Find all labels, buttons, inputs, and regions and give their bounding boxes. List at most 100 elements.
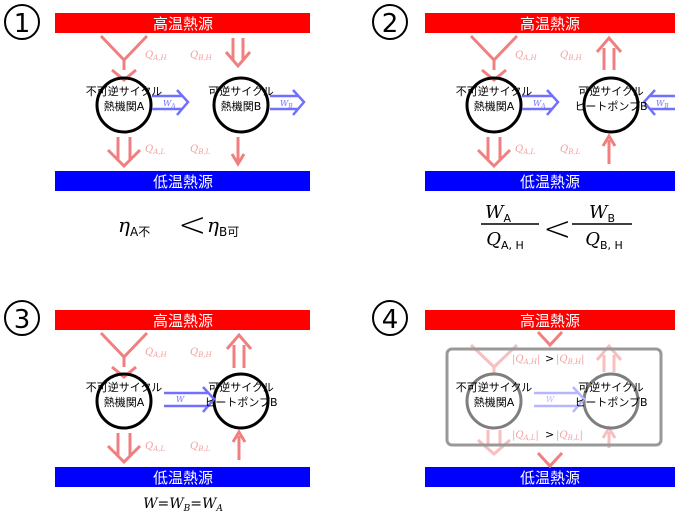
panel-number: 4 [382, 305, 399, 335]
heat-up-arrow-b-low [231, 429, 247, 460]
heat-up-arrow-b [225, 332, 253, 368]
q-b-h-label: QB,H [190, 50, 213, 62]
heat-in-arrow-a [469, 34, 519, 82]
heat-pump-b-label-line2: ヒートポンプB [204, 396, 277, 409]
fraction-compare-op: < [543, 209, 572, 249]
q-a-l-label: QA,L [145, 441, 165, 453]
q-b-l-label: QB,L [560, 144, 581, 156]
net-heat-out-arrow [536, 451, 564, 469]
panel-number: 2 [382, 9, 399, 39]
heat-in-arrow-a [99, 331, 149, 379]
fraction-b-denominator: QB, H [585, 229, 623, 252]
heat-pump-b-label-line1: 可逆サイクル [578, 84, 643, 98]
heat-pump-b-label-line2: ヒートポンプB [574, 100, 647, 113]
heat-pump-b-label-line1: 可逆サイクル [208, 380, 273, 394]
cold-reservoir-label: 低温熱源 [153, 173, 213, 191]
engine-a-circle [95, 76, 153, 134]
cold-reservoir [425, 171, 675, 191]
efficiency-b: ηB可 [207, 213, 239, 239]
work-arrow [164, 386, 216, 413]
combined-system-frame [445, 347, 663, 447]
engine-a-label-line2: 熱機関A [474, 395, 515, 409]
fraction-a-denominator: QA, H [486, 229, 524, 252]
work-label-b: WB [656, 99, 669, 110]
work-arrow-a [522, 89, 560, 116]
engine-a-label-line1: 不可逆サイクル [456, 84, 532, 98]
heat-pump-b-circle [582, 76, 640, 134]
hot-reservoir [425, 13, 675, 33]
engine-a-label-line1: 不可逆サイクル [86, 84, 162, 98]
heat-pump-b-circle [582, 372, 640, 430]
work-label-a: WA [533, 99, 546, 110]
engine-a-label-line2: 熱機関A [104, 99, 145, 113]
engine-b-label-line1: 可逆サイクル [208, 84, 273, 98]
heat-out-arrow-a [106, 433, 142, 465]
hot-reservoir [55, 310, 310, 330]
cold-reservoir-label: 低温熱源 [520, 469, 580, 487]
heat-out-arrow-a [476, 137, 512, 169]
work-label-b: WB [280, 99, 293, 110]
q-a-h-label: QA,H [145, 347, 167, 359]
work-label: W [546, 395, 555, 404]
cold-reservoir-label: 低温熱源 [153, 469, 213, 487]
heat-in-arrow-a [99, 34, 149, 82]
engine-a-circle [95, 372, 153, 430]
efficiency-compare-op: < [178, 205, 207, 245]
q-b-h-label: QB,H [190, 347, 213, 359]
engine-a-circle [465, 372, 523, 430]
heat-pump-b-circle [212, 372, 270, 430]
q-a-l-label: QA,L [145, 144, 165, 156]
q-a-h-magnitude: |QA,H| [512, 354, 540, 366]
panel-number-badge: 1 [4, 4, 40, 40]
engine-a-label-line2: 熱機関A [474, 99, 515, 113]
panel-2: 2 高温熱源 低温熱源 WA [372, 4, 675, 252]
heat-up-arrow-b-low [601, 133, 617, 164]
q-b-h-magnitude: |QB,H| [556, 354, 584, 366]
panel-number-badge: 3 [4, 300, 40, 336]
engine-a-circle [465, 76, 523, 134]
heat-up-arrow-b [595, 35, 623, 70]
q-b-l-label: QB,L [190, 441, 211, 453]
hot-reservoir [55, 13, 310, 33]
engine-b-label-line2: 熱機関B [221, 99, 262, 113]
engine-a-label-line2: 熱機関A [104, 395, 145, 409]
work-arrow [534, 386, 586, 413]
panel-number: 3 [14, 305, 31, 335]
work-label-a: WA [163, 99, 176, 110]
cold-reservoir [55, 467, 310, 487]
hot-reservoir-label: 高温熱源 [520, 15, 580, 33]
heat-pump-b-label-line2: ヒートポンプB [574, 396, 647, 409]
bottom-compare-op: > [545, 428, 554, 441]
work-arrow-b [642, 89, 675, 116]
heat-out-arrow-a [106, 137, 142, 169]
cold-reservoir-label: 低温熱源 [520, 173, 580, 191]
top-compare-op: > [545, 352, 554, 365]
work-equality-caption: W=WB=WA [143, 496, 223, 513]
panel-1: 1 高温熱源 低温熱源 WA [4, 4, 310, 245]
work-arrow-a [152, 89, 190, 116]
panel-number-badge: 2 [372, 4, 408, 40]
panel-number-badge: 4 [372, 300, 408, 336]
engine-b-circle [212, 76, 270, 134]
panel-4: 4 高温熱源 低温熱源 [372, 300, 675, 487]
heat-up-arrow-b [595, 343, 623, 372]
net-heat-in-arrow [536, 330, 564, 348]
engine-a-label-line1: 不可逆サイクル [86, 380, 162, 394]
hot-reservoir-label: 高温熱源 [520, 312, 580, 330]
q-b-l-magnitude: |QB,L| [556, 430, 583, 442]
panel-3: 3 高温熱源 低温熱源 W 不可逆サイクル 熱機関A [4, 300, 310, 513]
fraction-b-numerator: WB [589, 202, 615, 225]
heat-in-arrow-b [224, 38, 252, 69]
hot-reservoir-label: 高温熱源 [153, 15, 213, 33]
hot-reservoir-label: 高温熱源 [153, 312, 213, 330]
q-a-l-magnitude: |QA,L| [512, 430, 539, 442]
fraction-a-numerator: WA [485, 202, 512, 225]
q-b-l-label: QB,L [190, 144, 211, 156]
q-a-h-label: QA,H [145, 50, 167, 62]
panel-number: 1 [14, 9, 31, 39]
heat-pump-b-label-line1: 可逆サイクル [578, 380, 643, 394]
q-a-l-label: QA,L [515, 144, 535, 156]
hot-reservoir [425, 310, 675, 330]
heat-out-arrow-a [477, 430, 511, 456]
